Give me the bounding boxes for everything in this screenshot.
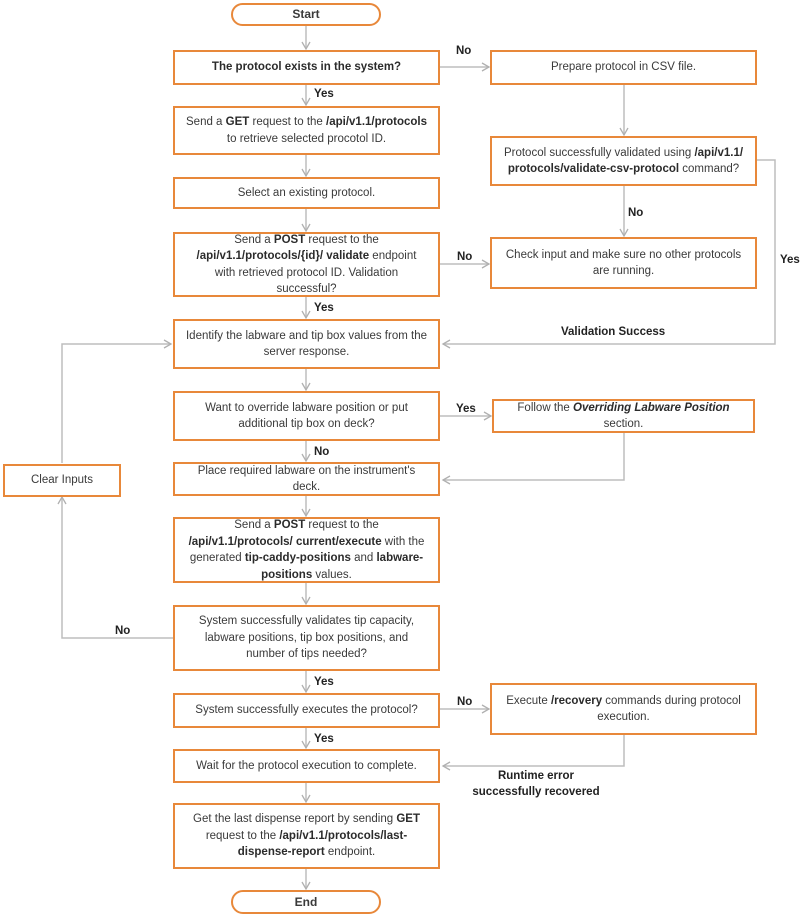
label-no-csv: No [628, 207, 644, 219]
start-node: Start [231, 3, 381, 26]
protocol-exists-decision: The protocol exists in the system? [173, 50, 440, 85]
identify-values-step: Identify the labware and tip box values … [173, 319, 440, 369]
label-no-override: No [314, 446, 330, 458]
execute-recovery-step: Execute /recovery commands during protoc… [490, 683, 757, 735]
select-existing-step: Select an existing protocol. [173, 177, 440, 209]
system-executes-decision: System successfully executes the protoco… [173, 693, 440, 728]
arrow-validates-no-clear [57, 495, 174, 639]
check-input-step: Check input and make sure no other proto… [490, 237, 757, 289]
arrow-clear-identify [61, 339, 173, 463]
label-no-validate: No [457, 251, 473, 263]
label-validation-success: Validation Success [561, 326, 666, 338]
label-no-exists: No [456, 45, 472, 57]
system-validates-decision: System successfully validates tip capaci… [173, 605, 440, 671]
get-report-step: Get the last dispense report by sending … [173, 803, 440, 869]
follow-override-step: Follow the Overriding Labware Position s… [492, 399, 755, 433]
csv-validated-decision: Protocol successfully validated using /a… [490, 136, 757, 186]
label-yes-executes: Yes [314, 733, 334, 745]
wait-complete-step: Wait for the protocol execution to compl… [173, 749, 440, 783]
label-yes-validate: Yes [314, 302, 334, 314]
place-labware-step: Place required labware on the instrument… [173, 462, 440, 496]
post-validate-decision: Send a POST request to the /api/v1.1/pro… [173, 232, 440, 297]
label-yes-csv: Yes [780, 254, 800, 266]
clear-inputs-step: Clear Inputs [3, 464, 121, 497]
label-yes-exists: Yes [314, 88, 334, 100]
get-protocols-step: Send a GET request to the /api/v1.1/prot… [173, 106, 440, 155]
want-override-decision: Want to override labware position or put… [173, 391, 440, 441]
arrow-csvval-yes-identify [441, 159, 776, 349]
label-yes-override: Yes [456, 403, 476, 415]
label-no-executes: No [457, 696, 473, 708]
end-node: End [231, 890, 381, 914]
post-execute-step: Send a POST request to the /api/v1.1/pro… [173, 517, 440, 583]
arrow-recovery-wait [441, 735, 625, 771]
arrow-follow-place [441, 433, 625, 485]
label-no-system-validates: No [115, 625, 131, 637]
prepare-csv-step: Prepare protocol in CSV file. [490, 50, 757, 85]
label-runtime-recovered: Runtime error successfully recovered [472, 770, 600, 798]
label-yes-system-validates: Yes [314, 676, 334, 688]
